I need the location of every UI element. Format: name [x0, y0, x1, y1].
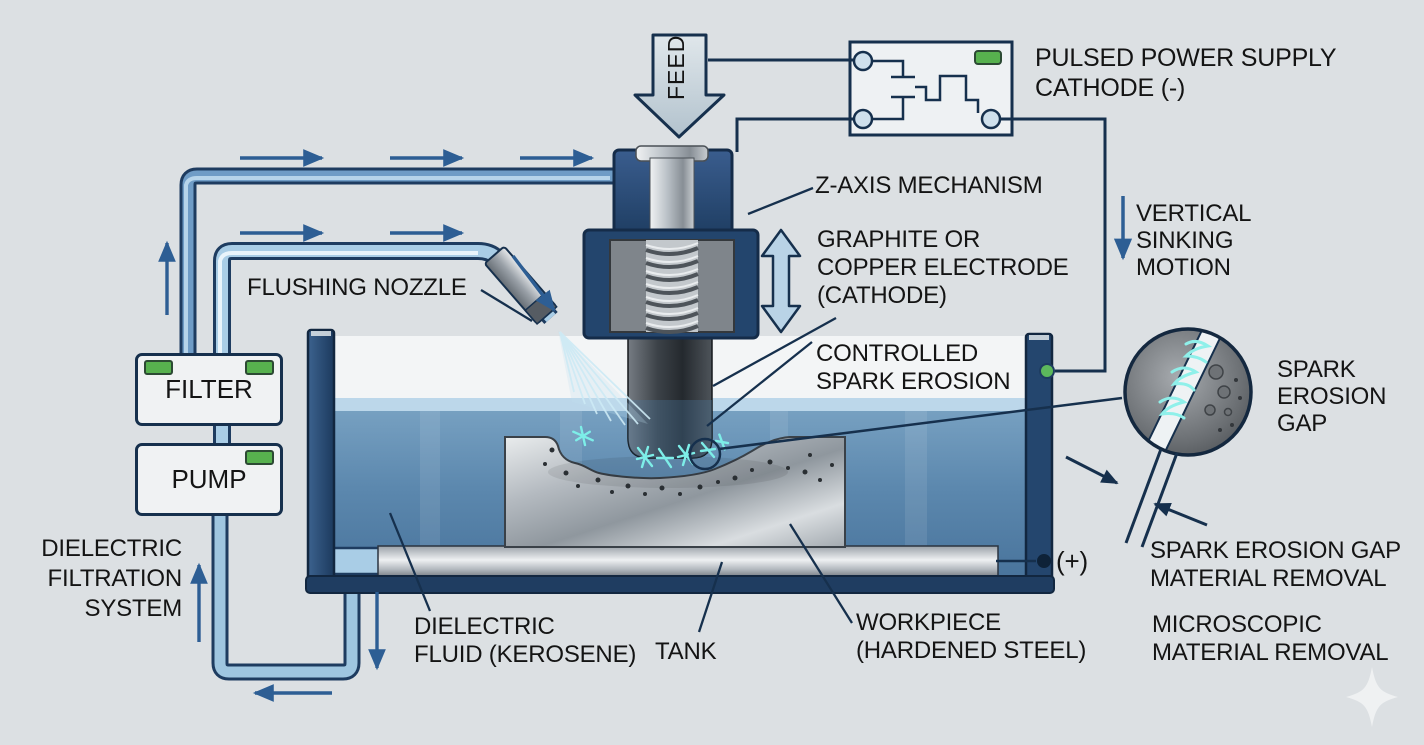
- spark-erosion-gap-label: SPARK EROSION GAP: [1277, 356, 1387, 437]
- workpiece-label: WORKPIECE (HARDENED STEEL): [856, 609, 1087, 664]
- leader-lines: [388, 186, 853, 633]
- tank-walls: [305, 328, 1055, 594]
- vertical-sinking-motion-label: VERTICAL SINKING MOTION: [1136, 200, 1252, 281]
- up-down-arrow-icon: [760, 228, 802, 334]
- sparkle-watermark-icon: [1346, 667, 1398, 727]
- filter-box: FILTER: [135, 353, 283, 426]
- supply-wires: [708, 58, 1107, 373]
- flushing-spray: [558, 330, 651, 426]
- erosion-debris: [543, 447, 834, 496]
- filter-led-right-icon: [245, 360, 274, 375]
- anode-plus-label: (+): [1056, 546, 1088, 576]
- filter-led-left-icon: [144, 360, 173, 375]
- spark-gap-material-removal-label: SPARK EROSION GAP MATERIAL REMOVAL: [1150, 537, 1401, 592]
- dielectric-piping: [179, 167, 616, 681]
- tank-label: TANK: [655, 638, 717, 665]
- flow-arrows: [158, 149, 595, 702]
- flushing-nozzle-label: FLUSHING NOZZLE: [247, 274, 467, 301]
- pulse-circuit-symbol: [872, 59, 980, 121]
- pump-led-icon: [245, 450, 274, 465]
- flushing-nozzle-body: [484, 246, 558, 325]
- terminal-top: [852, 50, 874, 72]
- pump-label: PUMP: [171, 464, 247, 494]
- cathode-connection-dot: [1039, 363, 1055, 379]
- z-axis-mechanism-label: Z-AXIS MECHANISM: [815, 172, 1043, 199]
- feed-arrow-icon: [633, 33, 726, 139]
- electrode-label: GRAPHITE OR COPPER ELECTRODE (CATHODE): [817, 226, 1069, 309]
- pulsed-power-supply-label: PULSED POWER SUPPLY CATHODE (-): [1035, 44, 1337, 102]
- microscopic-material-removal-label: MICROSCOPIC MATERIAL REMOVAL: [1152, 611, 1389, 666]
- filter-label: FILTER: [165, 374, 253, 404]
- electrode: [627, 331, 713, 459]
- power-led-indicator: [974, 50, 1002, 65]
- terminal-output: [980, 108, 1002, 130]
- controlled-spark-erosion-label: CONTROLLED SPARK EROSION: [816, 340, 1011, 395]
- dielectric-fluid-label: DIELECTRIC FLUID (KEROSENE): [414, 613, 637, 668]
- spindle-shaft: [649, 157, 695, 235]
- pulsed-power-supply-box: [848, 40, 1014, 137]
- z-axis-mechanism: [582, 145, 802, 340]
- terminal-bottom: [852, 108, 874, 130]
- anode-terminal-dot: [1037, 554, 1051, 568]
- workpiece-block: [504, 436, 846, 548]
- feed-label: FEED: [663, 34, 689, 100]
- pump-box: PUMP: [135, 443, 283, 516]
- dielectric-filtration-system-label: DIELECTRIC FILTRATION SYSTEM: [41, 535, 182, 622]
- base-plate: [377, 545, 999, 578]
- spark-zone-highlight-circle: [688, 437, 722, 471]
